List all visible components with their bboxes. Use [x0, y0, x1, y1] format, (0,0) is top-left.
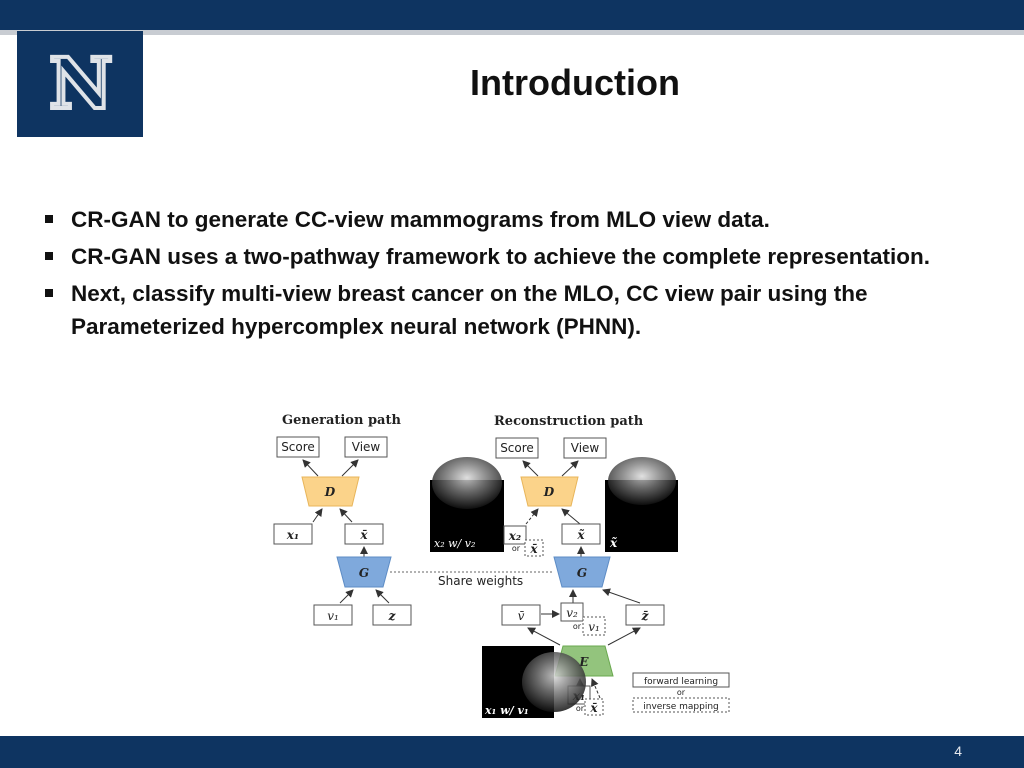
- gen-score-box: [276, 436, 320, 458]
- legend-inverse-box: [632, 697, 730, 713]
- gen-z-box: [372, 604, 412, 626]
- enc-or-label: or: [576, 704, 585, 713]
- legend-or-label: or: [677, 688, 686, 697]
- gen-view-label: View: [352, 440, 381, 454]
- university-logo: N: [17, 31, 143, 137]
- arrow: [302, 459, 319, 477]
- share-weights-label: Share weights: [438, 574, 523, 588]
- rec-or-label: or: [512, 544, 521, 553]
- rec-generator-block: [553, 556, 611, 588]
- page-number: 4: [954, 743, 962, 759]
- rec-vbar-label: v̄: [518, 609, 525, 623]
- rec-x2-label: x₂: [508, 529, 521, 543]
- rec-view-box: [563, 437, 607, 459]
- enc-xbar-label: x̄: [589, 701, 598, 715]
- gen-v1-box: [313, 604, 353, 626]
- arrow: [339, 589, 354, 604]
- arrow: [522, 460, 539, 477]
- rec-discriminator-block: [520, 476, 579, 507]
- rec-xtilde-label: x̃: [576, 528, 585, 542]
- gen-xbar-label: x̄: [359, 528, 368, 542]
- gen-d-label: D: [324, 485, 336, 499]
- gen-discriminator-block: [301, 476, 360, 507]
- logo-letter: N: [47, 42, 115, 125]
- bullet-item: CR-GAN uses a two-pathway framework to a…: [45, 240, 995, 273]
- rec-v1-dashed-box: [582, 616, 606, 636]
- rec-v1-label: v₁: [588, 620, 600, 634]
- rec-zbar-box: [625, 604, 665, 626]
- gen-generator-block: [336, 556, 392, 588]
- bullet-item: CR-GAN to generate CC-view mammograms fr…: [45, 203, 995, 236]
- arrow: [341, 459, 359, 477]
- rec-v2-box: [560, 602, 584, 622]
- gen-z-label: z: [388, 609, 397, 623]
- reconstruction-path-title: Reconstruction path: [494, 414, 644, 429]
- gen-x1-box: [273, 523, 313, 545]
- dashed-arrow: [525, 508, 539, 525]
- square-bullet-icon: [45, 215, 53, 223]
- rec-score-label: Score: [500, 441, 534, 455]
- square-bullet-icon: [45, 289, 53, 297]
- generation-path-title: Generation path: [282, 413, 401, 428]
- bullet-text: CR-GAN uses a two-pathway framework to a…: [71, 244, 930, 269]
- rec-zbar-label: z̄: [641, 609, 650, 623]
- rec-g-label: G: [577, 566, 587, 580]
- header-divider: [0, 30, 1024, 35]
- rec-vbar-box: [501, 604, 541, 626]
- bullet-item: Next, classify multi-view breast cancer …: [45, 277, 995, 343]
- arrow: [607, 627, 641, 646]
- rec-score-box: [495, 437, 539, 459]
- legend-forward-label: forward learning: [644, 677, 718, 687]
- legend-inverse-label: inverse mapping: [643, 702, 718, 712]
- rec-v2-label: v₂: [566, 606, 578, 620]
- x1-wv1-label: x₁ w/ v₁: [484, 704, 529, 717]
- dashed-arrow: [591, 678, 601, 699]
- bullet-text: CR-GAN to generate CC-view mammograms fr…: [71, 207, 770, 232]
- mammogram-tissue: [522, 652, 586, 712]
- mammogram-tissue: [432, 457, 502, 509]
- rec-xtilde-box: [561, 523, 601, 545]
- cr-gan-diagram: Generation path Reconstruction path Scor…: [273, 413, 730, 718]
- rec-x2-box: [503, 525, 527, 545]
- bullet-text: Next, classify multi-view breast cancer …: [71, 281, 868, 339]
- mammogram-tissue: [608, 457, 676, 505]
- gen-view-box: [344, 436, 388, 458]
- rec-view-label: View: [571, 441, 600, 455]
- rec-xbar-dashed-box: [524, 539, 544, 557]
- arrow: [527, 627, 561, 646]
- legend-forward-box: [632, 672, 730, 688]
- footer-band: [0, 736, 1024, 768]
- rec-d-label: D: [543, 485, 555, 499]
- rec-or-label-2: or: [573, 622, 582, 631]
- arrow: [561, 508, 581, 525]
- enc-xbar-dashed-box: [584, 698, 604, 716]
- gen-g-label: G: [359, 566, 369, 580]
- x2-wv2-label: x₂ w/ v₂: [434, 537, 475, 550]
- arrow: [602, 588, 641, 604]
- arrow: [339, 508, 353, 523]
- arrow: [375, 589, 390, 604]
- square-bullet-icon: [45, 252, 53, 260]
- arrow: [312, 508, 323, 523]
- rec-xbar-label: x̄: [529, 542, 538, 556]
- slide-title: Introduction: [470, 62, 680, 103]
- xtilde-image-label: x̃: [609, 536, 618, 550]
- gen-score-label: Score: [281, 440, 315, 454]
- gen-x1-label: x₁: [286, 528, 299, 542]
- arrow: [561, 460, 579, 477]
- gen-v1-label: v₁: [327, 609, 339, 623]
- e-label: E: [578, 655, 589, 669]
- top-header-band: [0, 0, 1024, 30]
- bullet-list: CR-GAN to generate CC-view mammograms fr…: [45, 203, 995, 347]
- gen-xbar-box: [344, 523, 384, 545]
